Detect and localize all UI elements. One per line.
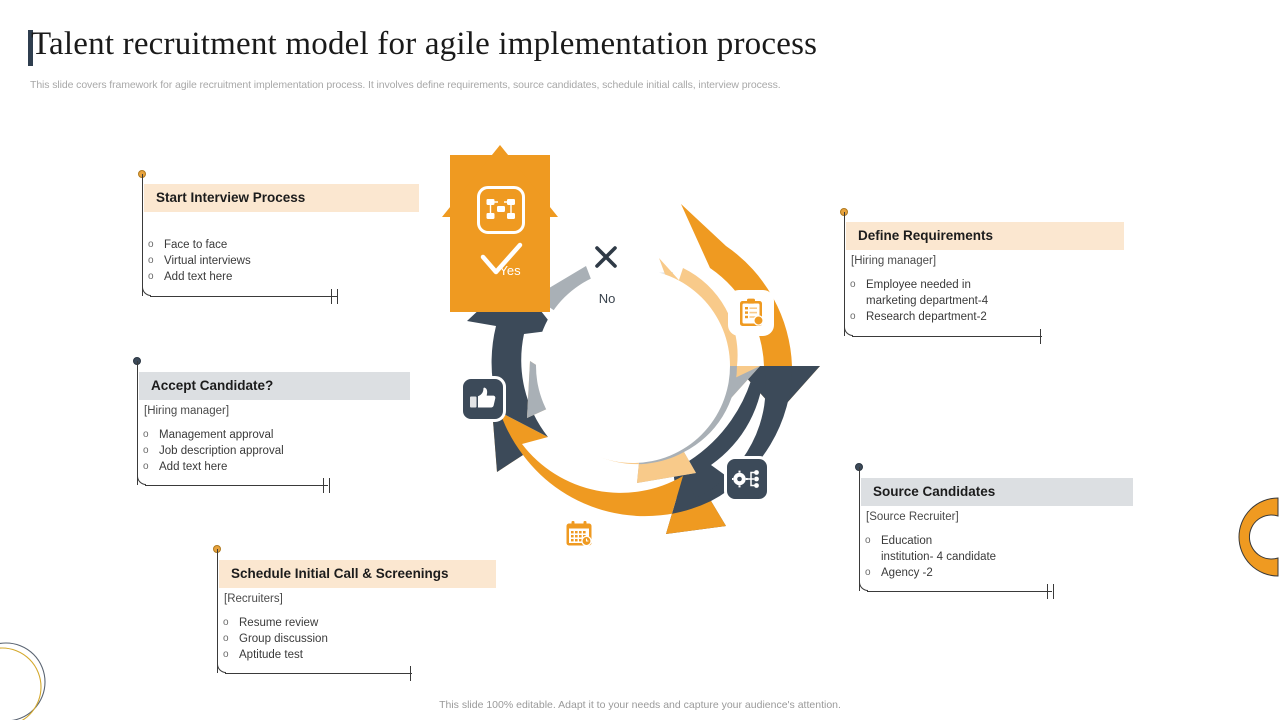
callout-spine-corner [858, 582, 868, 591]
list-item: Face to face [143, 237, 343, 253]
callout-spine-corner [141, 287, 151, 296]
list-item: Employee needed in marketing department-… [845, 277, 1045, 309]
callout-items: Education institution- 4 candidate Agenc… [860, 533, 1060, 582]
callout-items: Resume review Group discussion Aptitude … [218, 615, 418, 664]
decorative-c-shape [1234, 492, 1280, 582]
callout-end-tick-2 [337, 289, 338, 304]
callout-accept-candidate[interactable]: Accept Candidate? [Hiring manager] Manag… [133, 357, 410, 497]
callout-spine-corner [136, 476, 146, 485]
team-network-icon [477, 186, 525, 234]
recruitment-cycle-diagram: Yes No [430, 145, 850, 615]
decorative-rings [0, 638, 54, 720]
callout-source-candidates[interactable]: Source Candidates [Source Recruiter] Edu… [855, 463, 1133, 603]
gear-network-icon [724, 456, 770, 502]
callout-spine-foot [225, 673, 412, 674]
thumbs-up-icon [460, 376, 506, 422]
calendar-icon [556, 511, 602, 557]
list-item: Research department-2 [845, 309, 1045, 325]
title-accent-bar [28, 30, 33, 66]
list-item: Agency -2 [860, 565, 1060, 581]
list-item: Management approval [138, 427, 333, 443]
page-title: Talent recruitment model for agile imple… [31, 26, 818, 62]
footer-note: This slide 100% editable. Adapt it to yo… [439, 699, 841, 711]
list-item: Group discussion [218, 631, 418, 647]
callout-items: Employee needed in marketing department-… [845, 277, 1045, 326]
callout-spine-foot [867, 591, 1052, 592]
callout-define-requirements[interactable]: Define Requirements [Hiring manager] Emp… [840, 208, 1124, 348]
no-label: No [598, 291, 616, 306]
list-item: Resume review [218, 615, 418, 631]
callout-schedule-initial-call[interactable]: Schedule Initial Call & Screenings [Recr… [213, 545, 496, 685]
callout-start-interview-process[interactable]: Start Interview Process Face to face Vir… [138, 170, 419, 305]
callout-end-tick [1047, 584, 1048, 599]
callout-items: Face to face Virtual interviews Add text… [143, 237, 343, 286]
list-item: Add text here [138, 459, 333, 475]
callout-end-tick-2 [329, 478, 330, 493]
callout-end-tick [323, 478, 324, 493]
callout-title: Schedule Initial Call & Screenings [219, 560, 496, 588]
callout-spine [216, 549, 218, 673]
callout-title: Source Candidates [861, 478, 1133, 506]
callout-spine-foot [145, 485, 328, 486]
callout-role: [Recruiters] [224, 593, 283, 605]
callout-spine [843, 212, 845, 336]
cycle-svg [442, 145, 820, 534]
segment-accept-candidate [467, 277, 556, 472]
list-item: Aptitude test [218, 647, 418, 663]
callout-spine [858, 467, 860, 591]
page-subtitle: This slide covers framework for agile re… [30, 79, 781, 91]
segment-schedule-initial-call [492, 408, 726, 534]
center-hole [536, 269, 730, 463]
list-item: Add text here [143, 269, 343, 285]
callout-end-tick [331, 289, 332, 304]
yes-label: Yes [499, 263, 521, 278]
header: Talent recruitment model for agile imple… [0, 0, 1280, 100]
callout-title: Start Interview Process [144, 184, 419, 212]
callout-end-tick-2 [1053, 584, 1054, 599]
callout-spine [136, 361, 138, 485]
check-icon [480, 242, 523, 275]
yes-exit-arrow [442, 145, 558, 312]
list-item: Virtual interviews [143, 253, 343, 269]
callout-end-tick [1040, 329, 1041, 344]
clipboard-checklist-icon [728, 290, 774, 336]
callout-end-tick [410, 666, 411, 681]
callout-title: Define Requirements [846, 222, 1124, 250]
callout-title: Accept Candidate? [139, 372, 410, 400]
callout-role: [Source Recruiter] [866, 511, 959, 523]
callout-spine-corner [216, 664, 226, 673]
callout-spine [141, 174, 143, 296]
callout-spine-foot [852, 336, 1042, 337]
callout-items: Management approval Job description appr… [138, 427, 333, 476]
list-item: Education institution- 4 candidate [860, 533, 1060, 565]
no-x-icon [595, 246, 617, 268]
callout-spine-foot [150, 296, 337, 297]
callout-role: [Hiring manager] [144, 405, 230, 417]
list-item: Job description approval [138, 443, 333, 459]
callout-role: [Hiring manager] [851, 255, 937, 267]
